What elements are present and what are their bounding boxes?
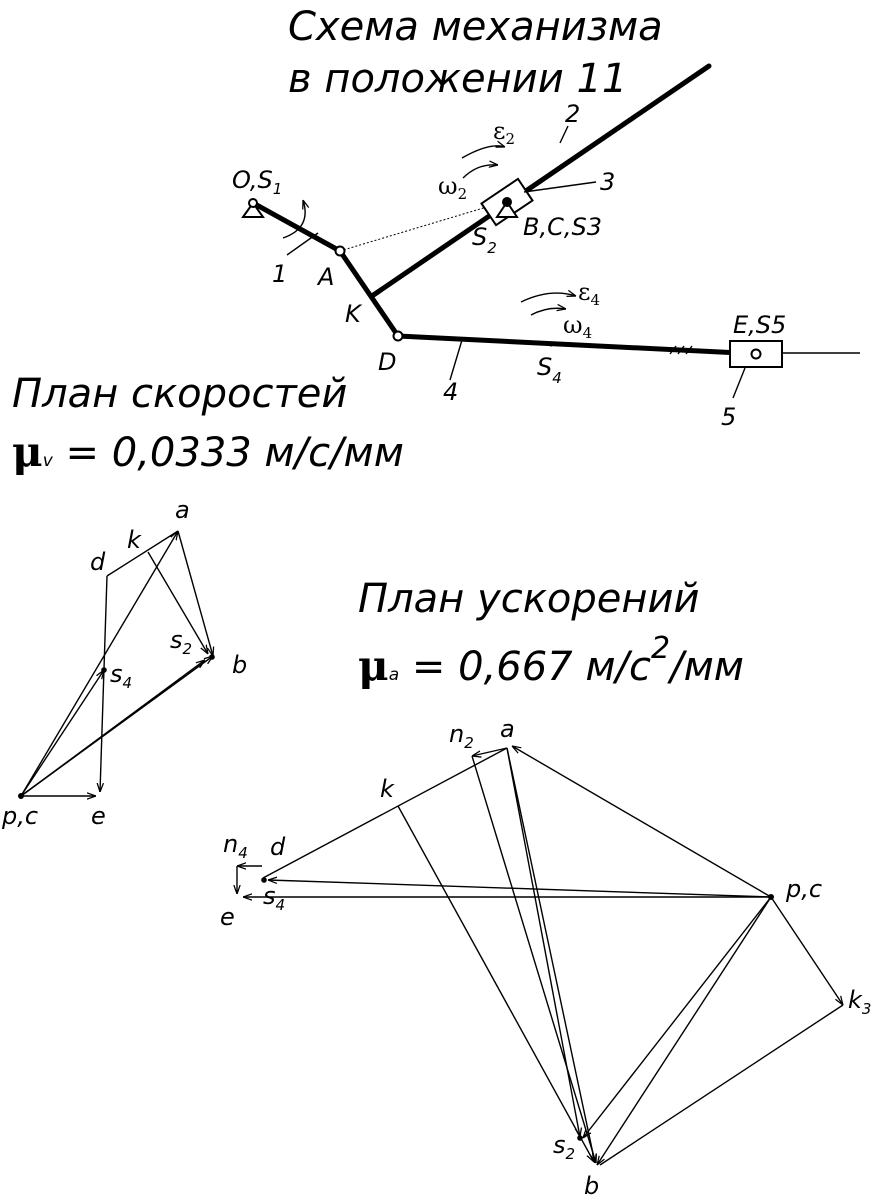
velocity-scale: μv = 0,0333 м/с/мм bbox=[12, 427, 404, 476]
acc-vector-n2b bbox=[471, 755, 596, 1163]
vel-vector-ps2 bbox=[20, 660, 205, 797]
acc-label-n4: n4 bbox=[223, 830, 248, 862]
acc-vector-pb bbox=[597, 896, 772, 1165]
acc-label-d: d bbox=[270, 833, 286, 861]
mechanism-scheme bbox=[241, 63, 860, 399]
joint-d bbox=[392, 330, 404, 342]
acc-label-pc: p,c bbox=[785, 875, 822, 903]
acc-vector-ab bbox=[506, 747, 595, 1163]
label-es: E,S5 bbox=[733, 311, 786, 339]
velocity-plan bbox=[18, 531, 215, 799]
leader-4 bbox=[449, 339, 463, 381]
guide-hatch bbox=[669, 345, 693, 355]
joint-e bbox=[750, 348, 762, 360]
acc-vector-ps2 bbox=[583, 896, 772, 1138]
vel-vector-ab bbox=[177, 530, 213, 656]
label-s4: S4 bbox=[537, 353, 562, 387]
link-ad bbox=[337, 248, 401, 339]
epsilon2-arrow-icon bbox=[461, 146, 505, 159]
label-d: D bbox=[378, 348, 396, 376]
acc-vector-pk3 bbox=[770, 896, 843, 1005]
acc-point-s2 bbox=[577, 1135, 583, 1141]
leader-1 bbox=[286, 232, 319, 256]
acc-label-b: b bbox=[584, 1172, 599, 1200]
label-eps2: ε2 bbox=[493, 117, 515, 148]
acc-label-k: k bbox=[380, 775, 395, 803]
label-link-5: 5 bbox=[721, 403, 736, 431]
vel-line-ks2 bbox=[147, 551, 208, 654]
vel-label-b: b bbox=[232, 651, 247, 679]
vel-label-e: e bbox=[91, 802, 106, 830]
acc-vector-as2 bbox=[506, 747, 580, 1137]
label-a: A bbox=[316, 263, 334, 291]
label-link-1: 1 bbox=[272, 260, 287, 288]
label-k: K bbox=[345, 300, 363, 328]
support-b-icon bbox=[495, 197, 519, 218]
vel-label-s2: s2 bbox=[170, 626, 192, 658]
accel-plan-title: План ускорений bbox=[358, 576, 699, 622]
vel-vector-ps4 bbox=[20, 670, 104, 797]
vel-label-k: k bbox=[127, 526, 142, 554]
label-omega4: ω4 bbox=[563, 311, 592, 342]
mechanism-title-line1: Схема механизма bbox=[288, 4, 663, 50]
label-link-4: 4 bbox=[443, 378, 458, 406]
acc-line-ad bbox=[262, 747, 508, 879]
label-link-2: 2 bbox=[565, 100, 580, 128]
vel-point-b bbox=[209, 654, 215, 660]
acc-line-k3b bbox=[599, 1004, 844, 1166]
vel-line-ad bbox=[106, 530, 179, 577]
link-2 bbox=[369, 63, 712, 299]
label-s2: S2 bbox=[472, 223, 497, 257]
acc-label-a: a bbox=[500, 715, 515, 743]
acceleration-plan bbox=[237, 746, 843, 1165]
label-omega2: ω2 bbox=[438, 172, 467, 203]
link-1 bbox=[250, 200, 343, 254]
vel-label-pc: p,c bbox=[1, 802, 38, 830]
vel-vector-pa bbox=[20, 531, 178, 797]
acc-label-n2: n2 bbox=[449, 720, 474, 752]
acc-line-kb bbox=[397, 805, 594, 1162]
vel-vector-de bbox=[100, 575, 108, 792]
mechanism-title-line2: в положении 11 bbox=[288, 56, 627, 102]
leader-5 bbox=[732, 367, 746, 399]
label-link-3: 3 bbox=[600, 168, 615, 196]
omega4-arrow-icon bbox=[530, 308, 566, 316]
vel-label-d: d bbox=[90, 548, 106, 576]
leader-3 bbox=[523, 181, 597, 193]
omega1-arrow-icon bbox=[282, 200, 305, 239]
support-o-icon bbox=[241, 198, 265, 218]
joint-a bbox=[334, 245, 346, 257]
point-s4 bbox=[548, 341, 554, 347]
label-o: O,S1 bbox=[232, 166, 282, 198]
vel-point-s4 bbox=[101, 667, 107, 673]
acc-vector-pa bbox=[512, 746, 772, 898]
velocity-plan-title: План скоростей bbox=[12, 371, 347, 417]
link-4 bbox=[395, 333, 743, 356]
epsilon4-arrow-icon bbox=[520, 293, 576, 303]
acc-point-pc bbox=[768, 894, 774, 900]
leader-2 bbox=[559, 125, 569, 144]
vel-label-a: a bbox=[175, 496, 190, 524]
acc-vector-an2 bbox=[472, 747, 508, 756]
vel-point-pc bbox=[18, 793, 24, 799]
label-eps4: ε4 bbox=[578, 278, 600, 309]
label-bcs: B,C,S3 bbox=[523, 213, 602, 241]
accel-scale: μa = 0,667 м/с2/мм bbox=[358, 631, 744, 690]
acc-point-s4 bbox=[261, 877, 267, 883]
omega2-arrow-icon bbox=[462, 165, 498, 179]
acc-vector-ps4 bbox=[268, 880, 772, 898]
vel-label-s4: s4 bbox=[110, 660, 132, 692]
acc-label-e: e bbox=[220, 903, 235, 931]
acc-label-k3: k3 bbox=[848, 986, 871, 1018]
acc-label-s2: s2 bbox=[553, 1131, 575, 1163]
acc-label-s4: s4 bbox=[263, 882, 285, 914]
